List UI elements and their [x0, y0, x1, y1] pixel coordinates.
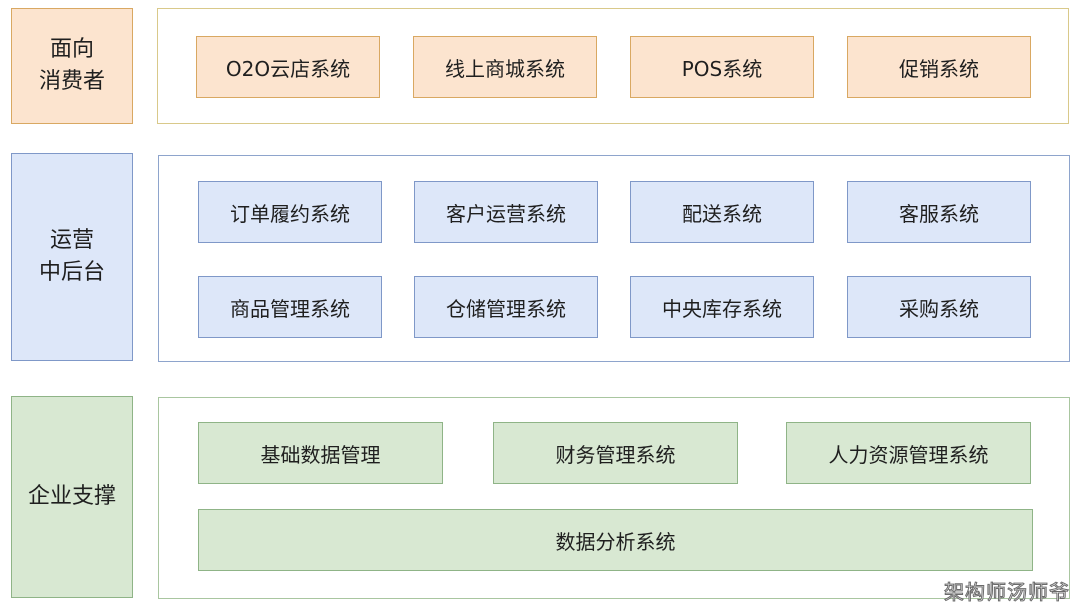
operations-layer-label: 运营 中后台 — [11, 153, 133, 361]
consumer-layer-label-line-1: 面向 — [49, 37, 94, 62]
system-box-label: 订单履约系统 — [230, 201, 350, 226]
system-box-label: 促销系统 — [899, 56, 979, 81]
system-box-label: 仓储管理系统 — [446, 296, 566, 321]
system-box-human-resources[interactable]: 人力资源管理系统 — [786, 422, 1031, 484]
system-box-label: 线上商城系统 — [445, 56, 565, 81]
system-box-label: 客服系统 — [899, 201, 979, 226]
enterprise-layer-label-line-1: 企业支撑 — [27, 484, 116, 509]
system-box-finance-management[interactable]: 财务管理系统 — [493, 422, 738, 484]
consumer-layer-label: 面向 消费者 — [11, 8, 133, 124]
system-box-master-data[interactable]: 基础数据管理 — [198, 422, 443, 484]
system-box-delivery[interactable]: 配送系统 — [630, 181, 814, 243]
system-box-label: 人力资源管理系统 — [828, 442, 989, 467]
operations-layer-label-line-1: 运营 — [49, 228, 94, 253]
system-box-online-mall[interactable]: 线上商城系统 — [413, 36, 597, 98]
system-box-central-inventory[interactable]: 中央库存系统 — [630, 276, 814, 338]
system-box-promotion[interactable]: 促销系统 — [847, 36, 1031, 98]
watermark-text: 架构师汤师爷 — [944, 580, 1070, 605]
system-box-label: POS系统 — [681, 56, 763, 81]
system-box-label: O2O云店系统 — [225, 56, 351, 81]
system-box-label: 采购系统 — [899, 296, 979, 321]
system-box-label: 中央库存系统 — [662, 296, 782, 321]
system-box-label: 客户运营系统 — [446, 201, 566, 226]
system-box-pos[interactable]: POS系统 — [630, 36, 814, 98]
system-box-label: 配送系统 — [682, 201, 762, 226]
system-box-label: 财务管理系统 — [555, 442, 676, 467]
system-box-o2o-cloud-store[interactable]: O2O云店系统 — [196, 36, 380, 98]
system-box-procurement[interactable]: 采购系统 — [847, 276, 1031, 338]
system-box-customer-operations[interactable]: 客户运营系统 — [414, 181, 598, 243]
system-box-product-management[interactable]: 商品管理系统 — [198, 276, 382, 338]
system-box-label: 数据分析系统 — [555, 529, 676, 554]
system-box-warehouse-management[interactable]: 仓储管理系统 — [414, 276, 598, 338]
system-box-label: 商品管理系统 — [230, 296, 350, 321]
enterprise-layer-label: 企业支撑 — [11, 396, 133, 598]
consumer-layer-label-line-2: 消费者 — [38, 69, 105, 94]
system-box-label: 基础数据管理 — [260, 442, 381, 467]
system-box-data-analytics[interactable]: 数据分析系统 — [198, 509, 1033, 571]
system-box-order-fulfillment[interactable]: 订单履约系统 — [198, 181, 382, 243]
operations-layer-label-line-2: 中后台 — [38, 260, 105, 285]
system-box-customer-service[interactable]: 客服系统 — [847, 181, 1031, 243]
